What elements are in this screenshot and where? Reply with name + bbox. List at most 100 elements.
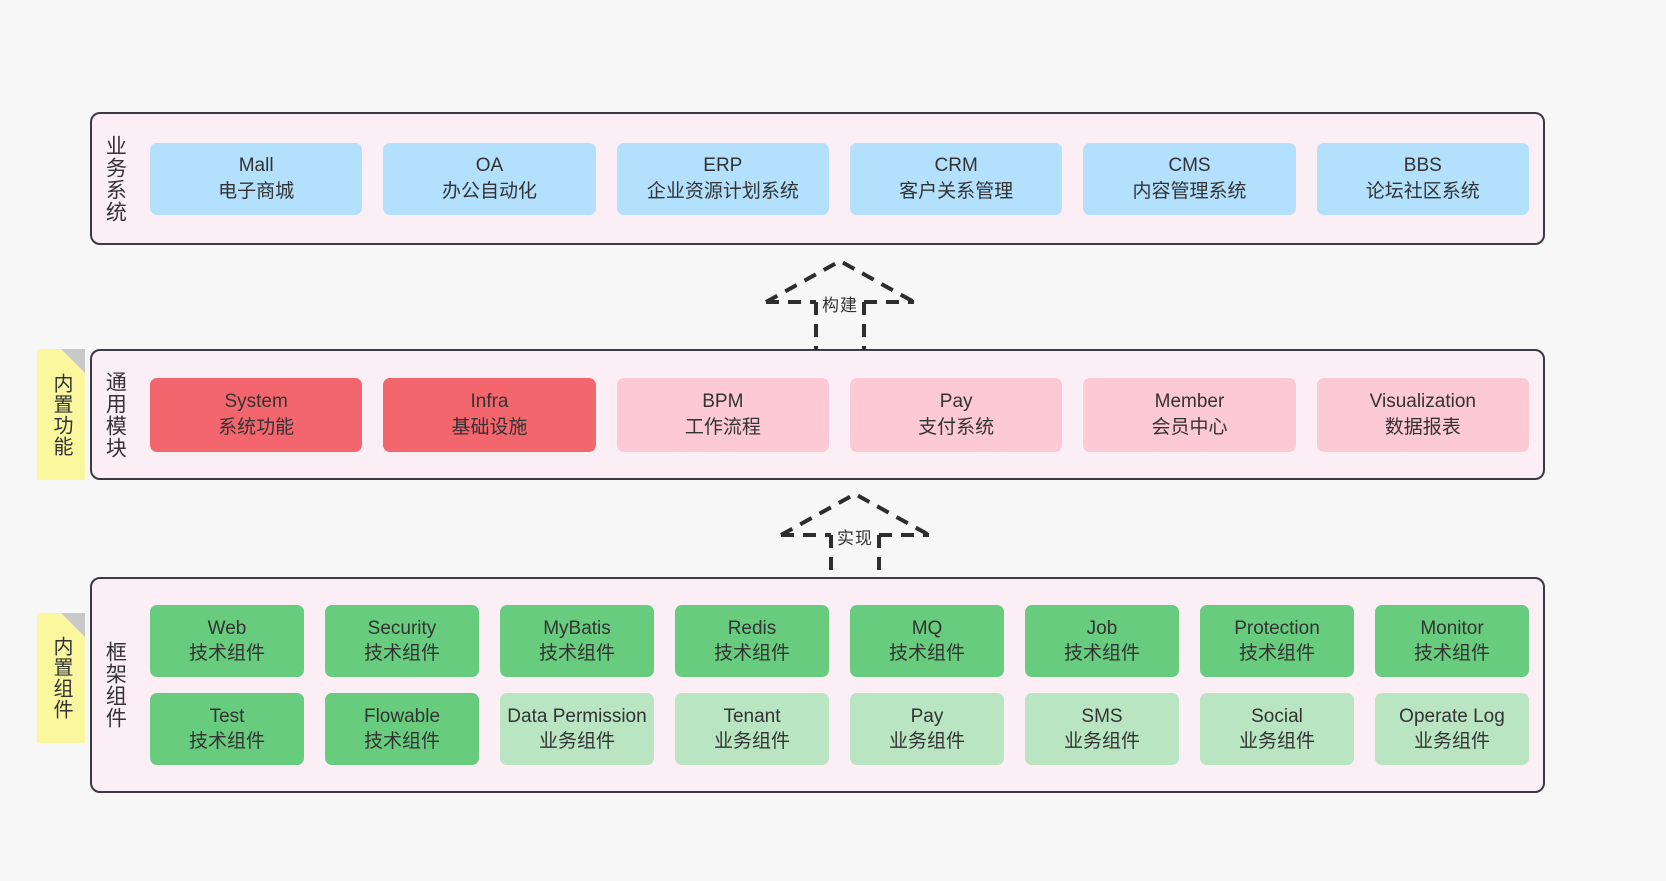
sticky-note-built-in-functions-label: 内置功能 <box>50 372 72 457</box>
business-box-crm-name: CRM <box>934 155 978 177</box>
framework-box-monitor-desc: 技术组件 <box>1413 643 1490 664</box>
business-box-oa-desc: 办公自动化 <box>441 180 537 202</box>
module-box-visualization[interactable]: Visualization 数据报表 <box>1316 377 1529 452</box>
module-box-member[interactable]: Member 会员中心 <box>1083 377 1296 452</box>
framework-box-social-name: Social <box>1251 705 1303 727</box>
framework-box-pay-name: Pay <box>910 705 944 727</box>
framework-box-protection-desc: 技术组件 <box>1238 643 1315 664</box>
module-box-visualization-desc: 数据报表 <box>1384 416 1461 438</box>
framework-box-monitor[interactable]: Monitor 技术组件 <box>1375 605 1529 677</box>
framework-box-social-desc: 业务组件 <box>1238 731 1315 752</box>
framework-box-web[interactable]: Web 技术组件 <box>150 605 304 677</box>
layer-caption-common-modules: 通用模块 <box>103 370 127 459</box>
module-box-infra-desc: 基础设施 <box>451 416 528 438</box>
framework-box-sms-name: SMS <box>1081 705 1123 727</box>
business-box-erp[interactable]: ERP 企业资源计划系统 <box>616 142 829 215</box>
framework-box-tenant-desc: 业务组件 <box>713 731 790 752</box>
business-box-mall[interactable]: Mall 电子商城 <box>150 142 363 215</box>
framework-box-mq[interactable]: MQ 技术组件 <box>850 605 1004 677</box>
framework-box-operate-log-desc: 业务组件 <box>1413 731 1490 752</box>
layer-caption-business-system: 业务系统 <box>103 134 127 223</box>
business-box-crm[interactable]: CRM 客户关系管理 <box>849 142 1063 215</box>
framework-box-security-name: Security <box>367 617 437 639</box>
framework-box-web-name: Web <box>207 617 247 639</box>
layer-caption-framework-components: 框架组件 <box>103 641 127 729</box>
module-box-system[interactable]: System 系统功能 <box>150 377 363 452</box>
framework-box-tenant[interactable]: Tenant 业务组件 <box>675 693 829 765</box>
framework-box-security[interactable]: Security 技术组件 <box>325 605 479 677</box>
framework-box-protection-name: Protection <box>1234 617 1320 639</box>
layer-body-business-system: Mall 电子商城 OA 办公自动化 ERP 企业资源计划系统 CRM 客户关系… <box>136 114 1543 243</box>
framework-box-mybatis[interactable]: MyBatis 技术组件 <box>500 605 654 677</box>
layer-common-modules: 通用模块 System 系统功能 Infra 基础设施 BPM 工作流程 Pay <box>90 349 1545 480</box>
framework-box-redis[interactable]: Redis 技术组件 <box>675 605 829 677</box>
business-box-cms-desc: 内容管理系统 <box>1132 180 1247 202</box>
framework-box-test[interactable]: Test 技术组件 <box>150 693 304 765</box>
framework-box-web-desc: 技术组件 <box>188 643 265 664</box>
module-box-pay-name: Pay <box>939 391 973 413</box>
framework-box-test-name: Test <box>209 705 245 727</box>
framework-components-row-1: Web 技术组件 Security 技术组件 MyBatis 技术组件 Redi… <box>150 605 1529 677</box>
layer-framework-components: 框架组件 Web 技术组件 Security 技术组件 MyBatis 技术组件… <box>90 577 1545 793</box>
business-box-oa-name: OA <box>475 155 504 177</box>
framework-box-redis-desc: 技术组件 <box>713 643 790 664</box>
framework-box-redis-name: Redis <box>727 617 777 639</box>
framework-box-job-desc: 技术组件 <box>1063 643 1140 664</box>
framework-box-security-desc: 技术组件 <box>363 643 440 664</box>
business-system-row: Mall 电子商城 OA 办公自动化 ERP 企业资源计划系统 CRM 客户关系… <box>150 142 1529 215</box>
business-box-oa[interactable]: OA 办公自动化 <box>383 142 596 215</box>
arrow-build: 构建 <box>760 255 920 355</box>
module-box-member-desc: 会员中心 <box>1151 416 1228 438</box>
framework-components-row-2: Test 技术组件 Flowable 技术组件 Data Permission … <box>150 693 1529 765</box>
business-box-cms-name: CMS <box>1168 155 1211 177</box>
framework-box-test-desc: 技术组件 <box>188 731 265 752</box>
framework-box-job-name: Job <box>1086 617 1118 639</box>
framework-box-flowable-name: Flowable <box>363 705 441 727</box>
business-box-mall-desc: 电子商城 <box>218 180 295 202</box>
framework-box-mq-name: MQ <box>911 617 943 639</box>
framework-box-flowable-desc: 技术组件 <box>363 731 440 752</box>
module-box-system-name: System <box>224 391 288 413</box>
module-box-pay[interactable]: Pay 支付系统 <box>849 377 1063 452</box>
framework-box-mq-desc: 技术组件 <box>888 643 965 664</box>
framework-box-protection[interactable]: Protection 技术组件 <box>1200 605 1354 677</box>
sticky-fold-icon <box>61 613 85 637</box>
framework-box-mybatis-name: MyBatis <box>543 617 611 639</box>
business-box-crm-desc: 客户关系管理 <box>899 180 1014 202</box>
arrow-build-label: 构建 <box>822 296 858 315</box>
business-box-bbs-desc: 论坛社区系统 <box>1365 180 1480 202</box>
sticky-note-built-in-functions: 内置功能 <box>37 349 85 480</box>
module-box-system-desc: 系统功能 <box>218 416 295 438</box>
layer-body-framework-components: Web 技术组件 Security 技术组件 MyBatis 技术组件 Redi… <box>136 579 1543 791</box>
module-box-bpm[interactable]: BPM 工作流程 <box>616 377 829 452</box>
framework-box-operate-log[interactable]: Operate Log 业务组件 <box>1375 693 1529 765</box>
module-box-infra-name: Infra <box>470 391 509 413</box>
framework-box-operate-log-name: Operate Log <box>1399 705 1505 727</box>
framework-box-flowable[interactable]: Flowable 技术组件 <box>325 693 479 765</box>
sticky-fold-icon <box>61 349 85 373</box>
module-box-infra[interactable]: Infra 基础设施 <box>383 377 596 452</box>
framework-box-social[interactable]: Social 业务组件 <box>1200 693 1354 765</box>
business-box-erp-name: ERP <box>703 155 743 177</box>
common-modules-row: System 系统功能 Infra 基础设施 BPM 工作流程 Pay 支付系统… <box>150 377 1529 452</box>
business-box-bbs[interactable]: BBS 论坛社区系统 <box>1316 142 1529 215</box>
framework-box-pay-desc: 业务组件 <box>888 731 965 752</box>
framework-box-job[interactable]: Job 技术组件 <box>1025 605 1179 677</box>
business-box-mall-name: Mall <box>238 155 274 177</box>
arrow-implement-label: 实现 <box>837 529 873 548</box>
business-box-cms[interactable]: CMS 内容管理系统 <box>1083 142 1296 215</box>
arrow-build-head <box>765 258 915 304</box>
framework-box-data-permission[interactable]: Data Permission 业务组件 <box>500 693 654 765</box>
business-box-bbs-name: BBS <box>1403 155 1442 177</box>
module-box-pay-desc: 支付系统 <box>918 416 995 438</box>
business-box-erp-desc: 企业资源计划系统 <box>646 180 799 202</box>
module-box-member-name: Member <box>1154 391 1225 413</box>
sticky-note-built-in-components: 内置组件 <box>37 613 85 743</box>
framework-box-sms[interactable]: SMS 业务组件 <box>1025 693 1179 765</box>
framework-box-pay[interactable]: Pay 业务组件 <box>850 693 1004 765</box>
framework-box-sms-desc: 业务组件 <box>1063 731 1140 752</box>
module-box-bpm-name: BPM <box>702 391 744 413</box>
layer-body-common-modules: System 系统功能 Infra 基础设施 BPM 工作流程 Pay 支付系统… <box>136 351 1543 478</box>
framework-box-data-permission-desc: 业务组件 <box>538 731 615 752</box>
